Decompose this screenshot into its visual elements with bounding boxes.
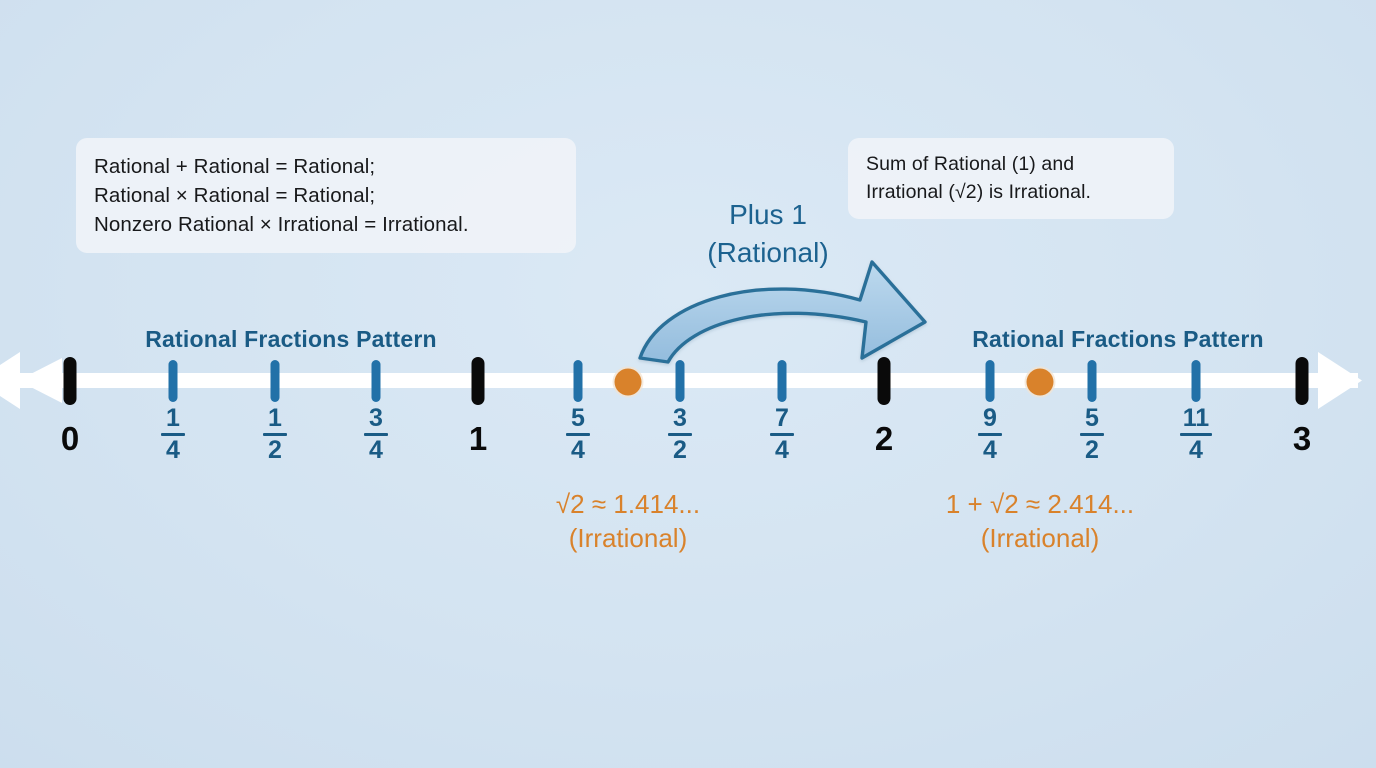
fraction-numerator: 7 — [775, 404, 789, 432]
tick-group — [63, 357, 1309, 405]
fraction-denominator: 4 — [571, 436, 585, 464]
sqrt2-point — [614, 368, 642, 396]
fraction-bar — [1080, 433, 1104, 436]
fraction-bar — [161, 433, 185, 436]
fraction-denominator: 4 — [983, 436, 997, 464]
fraction-tick-5-over-4 — [573, 360, 583, 402]
integer-tick-2 — [877, 357, 891, 405]
pattern-label-right: Rational Fractions Pattern — [972, 326, 1264, 352]
fraction-tick-1-over-4 — [168, 360, 178, 402]
fraction-bar — [978, 433, 1002, 436]
fraction-denominator: 2 — [268, 436, 282, 464]
pattern-label-left: Rational Fractions Pattern — [145, 326, 437, 352]
callout-right-line-2: Irrational (√2) is Irrational. — [866, 180, 1092, 203]
fraction-denominator: 4 — [775, 436, 789, 464]
one-plus-sqrt2-point-note-value: 1 + √2 ≈ 2.414... — [945, 489, 1135, 519]
fraction-denominator: 4 — [369, 436, 383, 464]
fraction-bar — [1180, 433, 1212, 436]
fraction-denominator: 4 — [166, 436, 180, 464]
one-plus-sqrt2-point — [1026, 368, 1054, 396]
fraction-bar — [566, 433, 590, 436]
callout-left-line-3: Nonzero Rational × Irrational = Irration… — [94, 213, 469, 237]
fraction-tick-3-over-2 — [675, 360, 685, 402]
arc-label-line-2: (Rational) — [707, 236, 829, 268]
sum-irrational-callout: Sum of Rational (1) and Irrational (√2) … — [848, 138, 1174, 220]
fraction-bar — [263, 433, 287, 436]
fraction-bar — [668, 433, 692, 436]
callout-left-line-1: Rational + Rational = Rational; — [94, 155, 376, 178]
fraction-denominator: 2 — [673, 436, 687, 464]
fraction-tick-3-over-4 — [371, 360, 381, 402]
integer-tick-3 — [1295, 357, 1309, 405]
fraction-denominator: 4 — [1189, 436, 1203, 464]
fraction-bar — [770, 433, 794, 436]
integer-tick-0 — [63, 357, 77, 405]
fraction-tick-9-over-4 — [985, 360, 995, 402]
plus-one-arc-label: Plus 1 (Rational) — [660, 196, 876, 271]
fraction-tick-11-over-4 — [1191, 360, 1201, 402]
fraction-tick-5-over-2 — [1087, 360, 1097, 402]
fraction-numerator: 11 — [1182, 404, 1210, 432]
one-plus-sqrt2-point-note-tag: (Irrational) — [980, 522, 1100, 553]
integer-tick-label-0: 0 — [60, 420, 80, 457]
plus-one-arrow — [638, 260, 927, 364]
fraction-numerator: 1 — [268, 404, 282, 432]
number-line-axis — [0, 352, 1362, 409]
sqrt2-point-note-value: √2 ≈ 1.414... — [555, 489, 701, 519]
integer-tick-label-1: 1 — [468, 420, 488, 457]
fraction-numerator: 5 — [571, 404, 585, 432]
one-plus-sqrt2-point-note: 1 + √2 ≈ 2.414...(Irrational) — [946, 488, 1134, 556]
integer-tick-label-3: 3 — [1292, 420, 1312, 457]
callout-left-line-2: Rational × Rational = Rational; — [94, 184, 376, 208]
arc-label-line-1: Plus 1 — [729, 199, 807, 230]
fraction-numerator: 1 — [166, 404, 180, 432]
fraction-numerator: 3 — [673, 404, 687, 432]
line-right-arrowhead — [1318, 352, 1362, 409]
integer-tick-label-2: 2 — [874, 420, 894, 457]
fraction-numerator: 9 — [983, 404, 997, 432]
fraction-bar — [364, 433, 388, 436]
fraction-denominator: 2 — [1085, 436, 1099, 464]
callout-right-line-1: Sum of Rational (1) and — [866, 153, 1075, 175]
integer-tick-1 — [471, 357, 485, 405]
fraction-numerator: 5 — [1085, 404, 1099, 432]
sqrt2-point-note: √2 ≈ 1.414...(Irrational) — [556, 488, 700, 556]
sqrt2-point-note-tag: (Irrational) — [568, 522, 688, 553]
fraction-numerator: 3 — [369, 404, 383, 432]
fraction-tick-1-over-2 — [270, 360, 280, 402]
fraction-tick-7-over-4 — [777, 360, 787, 402]
rational-rules-callout: Rational + Rational = Rational; Rational… — [76, 138, 576, 254]
